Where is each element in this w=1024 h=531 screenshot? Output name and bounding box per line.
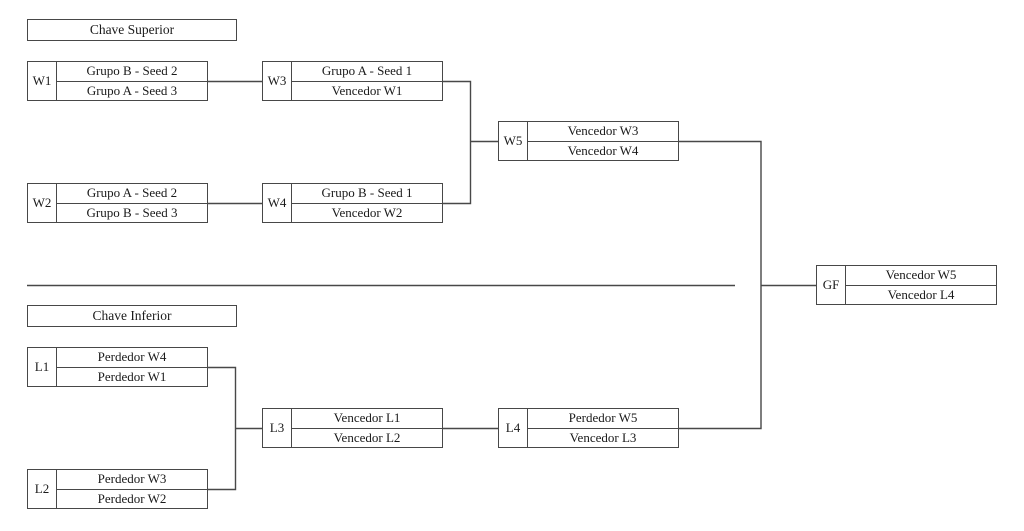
match-l4-id: L4 [499, 409, 528, 447]
match-w2-id: W2 [28, 184, 57, 222]
match-w5-id: W5 [499, 122, 528, 160]
lower-bracket-title: Chave Inferior [27, 305, 237, 327]
match-l1-bottom-slot: Perdedor W1 [97, 368, 167, 384]
match-l1-id: L1 [28, 348, 57, 386]
match-w1: W1 Grupo B - Seed 2 Grupo A - Seed 3 [27, 61, 208, 101]
match-grand-final-id: GF [817, 266, 846, 304]
match-l2-id: L2 [28, 470, 57, 508]
match-w4-id: W4 [263, 184, 292, 222]
match-w4-bottom-slot: Vencedor W2 [331, 204, 403, 220]
match-l2-bottom-slot: Perdedor W2 [97, 490, 167, 506]
match-l3-top-slot: Vencedor L1 [292, 409, 442, 429]
match-l4: L4 Perdedor W5 Vencedor L3 [498, 408, 679, 448]
match-grand-final: GF Vencedor W5 Vencedor L4 [816, 265, 997, 305]
match-w3: W3 Grupo A - Seed 1 Vencedor W1 [262, 61, 443, 101]
match-l4-top-slot: Perdedor W5 [528, 409, 678, 429]
match-w3-bottom-slot: Vencedor W1 [331, 82, 403, 98]
match-w1-top-slot: Grupo B - Seed 2 [57, 62, 207, 82]
match-l4-bottom-slot: Vencedor L3 [569, 429, 637, 445]
match-w3-top-slot: Grupo A - Seed 1 [292, 62, 442, 82]
upper-bracket-title: Chave Superior [27, 19, 237, 41]
match-l3-id: L3 [263, 409, 292, 447]
match-w1-bottom-slot: Grupo A - Seed 3 [86, 82, 178, 98]
match-l3: L3 Vencedor L1 Vencedor L2 [262, 408, 443, 448]
match-grand-final-top-slot: Vencedor W5 [846, 266, 996, 286]
match-w5-bottom-slot: Vencedor W4 [567, 142, 639, 158]
match-l1-top-slot: Perdedor W4 [57, 348, 207, 368]
match-w4-top-slot: Grupo B - Seed 1 [292, 184, 442, 204]
match-grand-final-bottom-slot: Vencedor L4 [887, 286, 955, 302]
match-w5-top-slot: Vencedor W3 [528, 122, 678, 142]
match-w1-id: W1 [28, 62, 57, 100]
match-w2: W2 Grupo A - Seed 2 Grupo B - Seed 3 [27, 183, 208, 223]
match-l1: L1 Perdedor W4 Perdedor W1 [27, 347, 208, 387]
match-w2-bottom-slot: Grupo B - Seed 3 [86, 204, 178, 220]
upper-bracket-title-label: Chave Superior [89, 22, 175, 37]
match-w2-top-slot: Grupo A - Seed 2 [57, 184, 207, 204]
lower-bracket-title-label: Chave Inferior [92, 308, 172, 323]
match-w3-id: W3 [263, 62, 292, 100]
match-w4: W4 Grupo B - Seed 1 Vencedor W2 [262, 183, 443, 223]
match-w5: W5 Vencedor W3 Vencedor W4 [498, 121, 679, 161]
match-l3-bottom-slot: Vencedor L2 [333, 429, 401, 445]
match-l2: L2 Perdedor W3 Perdedor W2 [27, 469, 208, 509]
match-l2-top-slot: Perdedor W3 [57, 470, 207, 490]
